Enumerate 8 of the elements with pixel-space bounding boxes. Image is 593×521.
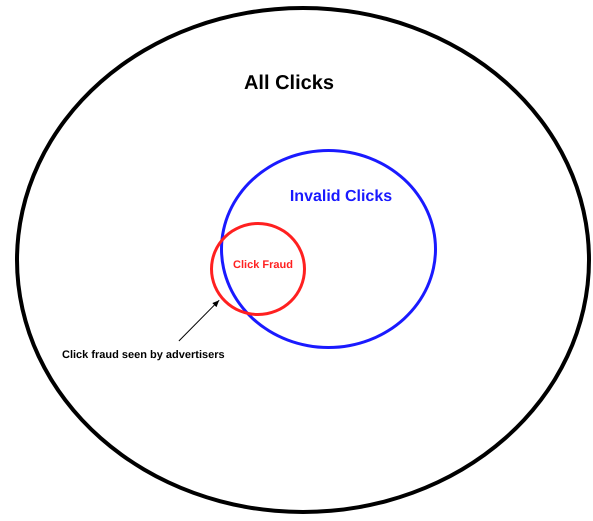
- set-circle: [220, 149, 437, 349]
- set-label: Click Fraud: [232, 258, 294, 273]
- set-label: Invalid Clicks: [288, 187, 394, 207]
- set-label: All Clicks: [242, 71, 336, 96]
- set-circle: [15, 6, 591, 514]
- set-circle: [210, 222, 306, 316]
- annotation-text: Click fraud seen by advertisers: [62, 347, 225, 364]
- leader-line: [178, 300, 220, 342]
